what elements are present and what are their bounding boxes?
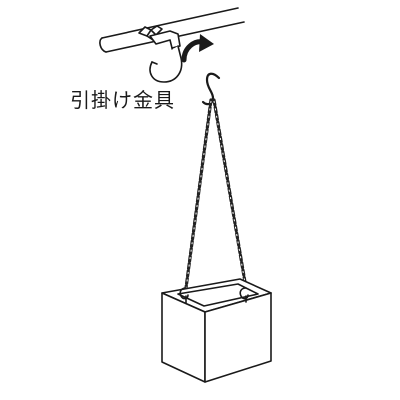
hook-fitting-label: 引掛け金具 (70, 88, 175, 112)
chain-left (184, 98, 213, 290)
hook-fitting-icon (138, 25, 183, 83)
chain-link-highlights (185, 100, 247, 290)
planter-hook-right-icon (239, 287, 249, 303)
chain-right (212, 98, 248, 290)
planter-hook-left-icon (179, 287, 189, 304)
planter-box (161, 278, 272, 383)
curved-arrow-icon (181, 34, 214, 63)
